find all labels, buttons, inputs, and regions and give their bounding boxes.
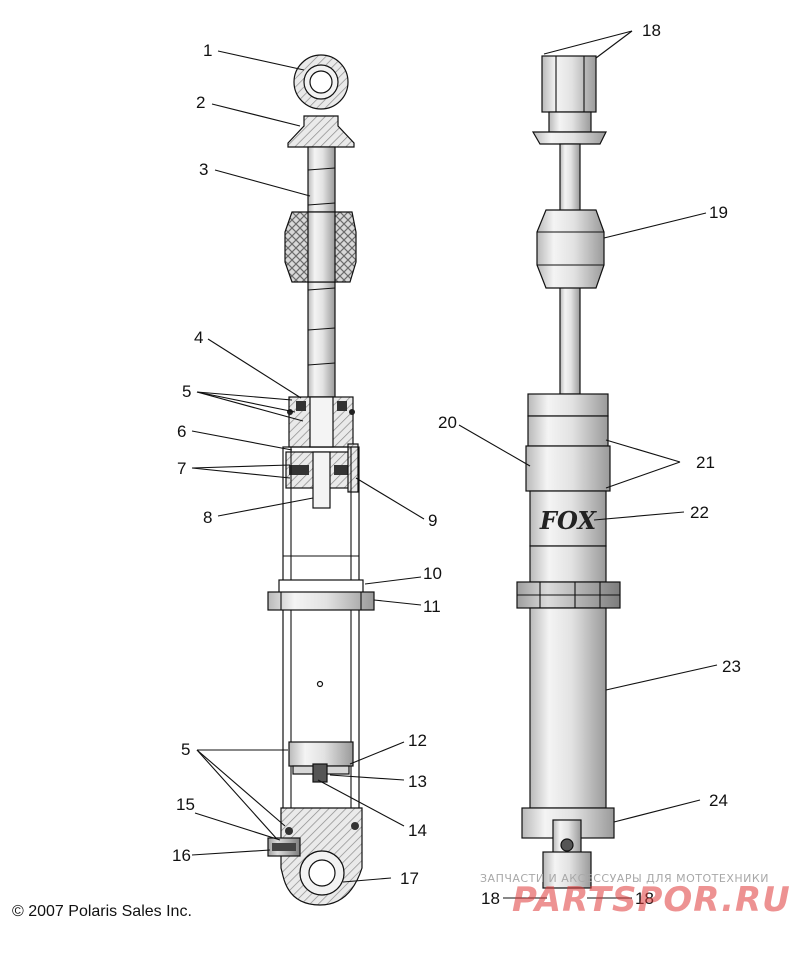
floating-piston: [288, 741, 354, 783]
body-upper: [527, 415, 609, 447]
callout-8: 8: [203, 508, 212, 527]
watermark-site: PARTSPOR.RU: [512, 880, 791, 920]
callout-18-bottom-right: 18: [635, 889, 654, 908]
callout-23: 23: [722, 657, 741, 676]
callout-5-bottom: 5: [181, 740, 190, 759]
watermark-tagline: ЗАПЧАСТИ И АКСЕССУАРЫ ДЛЯ МОТОТЕХНИКИ: [480, 872, 769, 885]
callout-22: 22: [690, 503, 709, 522]
callout-20: 20: [438, 413, 457, 432]
fox-logo-text: FOX: [539, 506, 598, 535]
top-cap: [541, 55, 597, 113]
callout-2: 2: [196, 93, 205, 112]
preload-collar: [267, 579, 375, 611]
callout-17: 17: [400, 869, 419, 888]
shock-body: [529, 607, 607, 809]
callout-19: 19: [709, 203, 728, 222]
callout-10: 10: [423, 564, 442, 583]
callout-13: 13: [408, 772, 427, 791]
bump-stop: [536, 209, 605, 289]
callout-18-top: 18: [642, 21, 661, 40]
leader-lines: [191, 30, 718, 899]
callout-numbers: 1 2 3 4 5 6 7 8 9 10 11 5 12 13 14 15 16…: [172, 21, 741, 908]
callout-14: 14: [408, 821, 427, 840]
callout-16: 16: [172, 846, 191, 865]
callout-18-bottom-left: 18: [481, 889, 500, 908]
seal-head-section: [287, 396, 355, 448]
fox-label: [529, 490, 607, 547]
callout-1: 1: [203, 41, 212, 60]
copyright-text: © 2007 Polaris Sales Inc.: [12, 903, 192, 920]
bottom-eyelet: [267, 807, 363, 906]
callout-7: 7: [177, 459, 186, 478]
right-exterior-view: FOX: [516, 55, 621, 889]
callout-12: 12: [408, 731, 427, 750]
top-eyelet: [293, 54, 349, 110]
rod-end-cap: [287, 115, 355, 148]
piston-section: [285, 443, 359, 509]
callout-4: 4: [194, 328, 203, 347]
callout-24: 24: [709, 791, 728, 810]
callout-21: 21: [696, 453, 715, 472]
callout-15: 15: [176, 795, 195, 814]
callout-6: 6: [177, 422, 186, 441]
callout-9: 9: [428, 511, 437, 530]
callout-3: 3: [199, 160, 208, 179]
callout-5-top: 5: [182, 382, 191, 401]
callout-11: 11: [423, 597, 441, 616]
left-section-view: [267, 54, 375, 906]
